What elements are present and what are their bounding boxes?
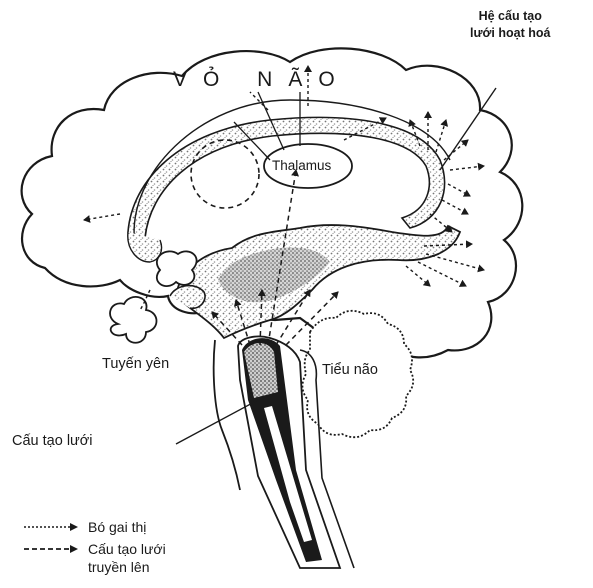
cortex-label: VỎ NÃO xyxy=(173,68,351,92)
legend-text-line: truyền lên xyxy=(88,558,166,576)
legend: Bó gai thị Cấu tạo lưới truyền lên xyxy=(24,518,166,562)
pituitary-upper-lobe xyxy=(157,251,197,286)
diencephalon-stippled xyxy=(176,225,460,338)
legend-text-ascending-reticular: Cấu tạo lưới truyền lên xyxy=(88,540,166,576)
brainstem-outer-contour xyxy=(214,340,240,490)
callosum-tail xyxy=(128,232,162,262)
pituitary-lower-lobe xyxy=(110,297,156,343)
thalamus-label: Thalamus xyxy=(272,158,331,173)
rs-system-label: Hệ cấu tạo lưới hoạt hoá xyxy=(470,8,550,42)
coarse-dashed-arrow-icon xyxy=(24,543,80,555)
rs-system-label-line-1: Hệ cấu tạo xyxy=(470,8,550,25)
legend-item-ascending-reticular: Cấu tạo lưới truyền lên xyxy=(24,540,166,562)
chiasm-loop xyxy=(170,286,205,309)
legend-text-line: Cấu tạo lưới xyxy=(88,540,166,558)
fine-dashed-arrow-icon xyxy=(24,521,80,533)
pituitary-label: Tuyến yên xyxy=(102,356,169,372)
rs-system-leader xyxy=(440,88,496,170)
cerebellum-label: Tiểu não xyxy=(322,362,378,378)
legend-text-optic-tract: Bó gai thị xyxy=(88,518,146,536)
legend-item-optic-tract: Bó gai thị xyxy=(24,518,166,540)
rs-system-label-line-2: lưới hoạt hoá xyxy=(470,25,550,42)
reticular-formation-label: Cấu tạo lưới xyxy=(12,433,92,449)
legend-text-line: Bó gai thị xyxy=(88,518,146,536)
